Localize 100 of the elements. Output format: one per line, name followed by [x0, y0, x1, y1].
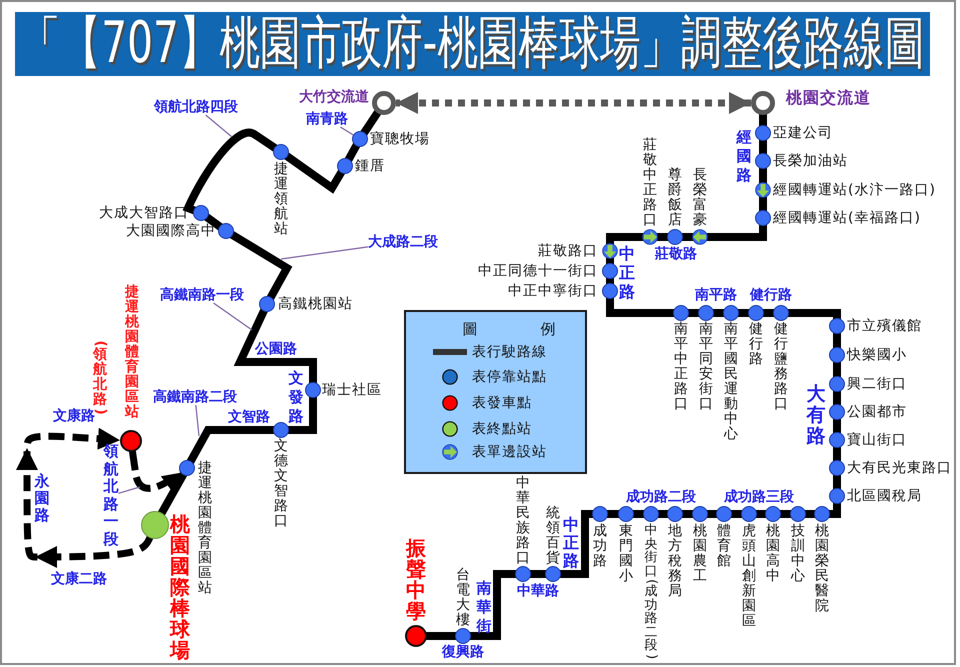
road-name: 中正路	[563, 516, 579, 570]
road-name: 領航北路一段	[104, 443, 118, 548]
one-side-stop-icon	[692, 229, 708, 245]
station-name: 中央街口(成功路二段)	[644, 524, 658, 660]
route-line	[426, 632, 456, 640]
station-name: 捷運領航站	[274, 162, 288, 237]
route-line	[759, 168, 767, 184]
stop-dot	[545, 566, 561, 582]
station-name: 桃園國際棒球場	[170, 514, 190, 661]
route-line	[833, 474, 841, 490]
terminal-dot	[141, 511, 169, 539]
road-name: 中華路	[517, 582, 559, 600]
route-line	[186, 426, 274, 464]
one-side-stop-icon	[642, 229, 658, 245]
route-line	[158, 472, 188, 516]
route-line	[682, 233, 694, 241]
station-name: 寶聰牧場	[370, 130, 430, 148]
route-line	[530, 570, 546, 578]
leader-line	[195, 404, 200, 436]
stop-dot	[602, 283, 618, 299]
stop-dot	[748, 305, 764, 321]
road-name: 永園路	[34, 473, 50, 524]
route-line	[682, 510, 694, 518]
route-line	[284, 152, 346, 194]
stop-dot	[829, 347, 845, 363]
station-name: 成功路	[593, 524, 607, 569]
route-line	[606, 233, 644, 244]
route-line	[204, 214, 224, 230]
route-line	[560, 510, 594, 578]
route-line	[606, 510, 620, 518]
station-name: 經國轉運站(水汴一路口)	[773, 182, 936, 198]
stop-dot	[273, 144, 289, 160]
legend-label: 表發車點	[472, 394, 532, 412]
route-line	[706, 224, 767, 241]
route-line	[344, 142, 360, 162]
stop-dot	[602, 263, 618, 279]
route-line	[759, 140, 767, 154]
route-line	[470, 570, 516, 640]
station-name: 長榮加油站	[773, 152, 848, 170]
station-name: 中正同德十一街口	[478, 262, 598, 280]
leader-line	[118, 486, 140, 494]
stop-dot	[765, 506, 781, 522]
station-name: 桃園榮民醫院	[815, 524, 829, 614]
road-name: 領航北路四段	[154, 98, 238, 116]
route-line	[833, 362, 841, 378]
interchange-ring	[751, 91, 775, 115]
route-line	[360, 109, 382, 136]
station-name: 尊爵飯店	[668, 168, 682, 228]
station-name: 大成大智路口	[99, 204, 189, 222]
road-name: 文康路	[53, 408, 95, 424]
leader-line	[280, 246, 368, 260]
stop-dot	[829, 318, 845, 334]
stop-dot	[829, 460, 845, 476]
stop-dot	[790, 506, 806, 522]
stop-dot	[755, 153, 771, 169]
route-line	[780, 510, 792, 518]
stop-dot	[337, 158, 353, 174]
station-name: 大園國際高中	[126, 222, 216, 240]
station-name: 鍾厝	[355, 158, 385, 174]
station-name: 振聲中學	[406, 538, 426, 622]
stop-dot	[259, 296, 275, 312]
route-line	[833, 390, 841, 406]
stop-dot	[218, 223, 234, 239]
station-name: 台電大樓	[456, 568, 470, 628]
road-name: 復興路	[442, 644, 484, 660]
station-name: 亞建公司	[773, 124, 833, 142]
stop-dot	[741, 506, 757, 522]
legend-title: 圖例	[462, 321, 556, 338]
station-name: 北區國稅局	[847, 488, 922, 504]
station-name: 桃園高中	[766, 524, 780, 584]
one-side-stop-icon	[602, 243, 618, 259]
stop-dot	[829, 376, 845, 392]
station-name: 興二街口	[847, 376, 907, 392]
road-name: 健行路	[750, 286, 792, 304]
start-stop-dot	[120, 430, 142, 452]
station-name: 瑞士社區	[322, 382, 382, 398]
station-name: 健行鹽務路口	[774, 322, 788, 412]
route-line	[658, 510, 668, 518]
stop-dot	[667, 506, 683, 522]
stop-dot	[643, 506, 659, 522]
station-name: 捷運桃園體育園區站	[125, 285, 139, 420]
stop-dot	[814, 506, 830, 522]
route-line	[706, 510, 718, 518]
route-line	[762, 309, 774, 317]
route-line	[230, 230, 292, 300]
route-line	[759, 196, 767, 212]
station-name: 南平中正路口	[674, 322, 688, 412]
stop-dot	[305, 382, 321, 398]
interchange-ring	[372, 91, 396, 115]
road-name: 大有路	[806, 384, 826, 447]
road-name: 南平路	[695, 286, 737, 304]
station-name: 健行路	[749, 322, 763, 367]
leader-line	[205, 114, 232, 138]
legend-label: 表停靠站點	[472, 368, 547, 386]
road-name: 成功路二段	[626, 488, 696, 506]
station-name: 體育館	[717, 524, 731, 569]
road-name: 大成路二段	[368, 234, 438, 250]
station-name: 桃園農工	[693, 524, 707, 584]
stop-dot	[455, 628, 471, 644]
stop-dot	[773, 305, 789, 321]
